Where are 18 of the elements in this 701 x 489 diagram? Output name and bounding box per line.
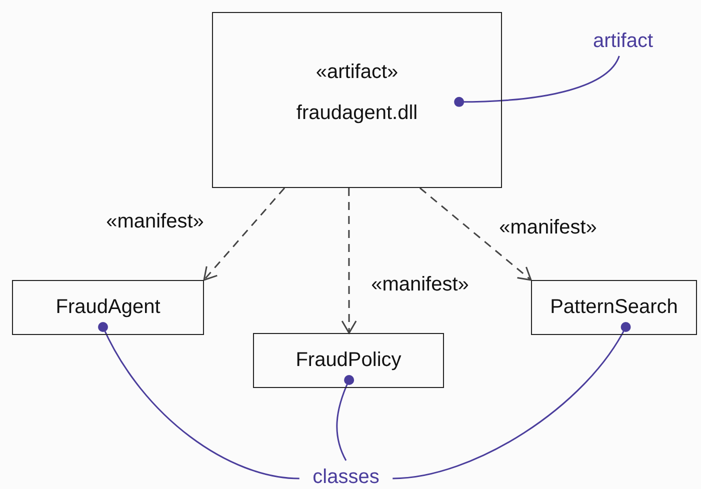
name-label: fraudagent.dll — [296, 102, 418, 125]
dependency-arrow — [419, 187, 532, 281]
note-text: classes — [312, 466, 380, 488]
stereotype-label: «artifact» — [316, 61, 398, 84]
leader-line — [392, 322, 631, 480]
class-box — [253, 333, 444, 388]
leader-line — [454, 56, 620, 107]
leader-line — [336, 375, 354, 461]
note-text: artifact — [592, 30, 654, 52]
dependency-arrow — [203, 188, 286, 281]
name-label: PatternSearch — [550, 296, 678, 319]
class-box — [531, 280, 697, 335]
leader-line — [98, 322, 300, 480]
dependency-arrow — [341, 188, 357, 334]
class-box — [12, 280, 204, 335]
artifact-box — [212, 12, 502, 188]
name-label: FraudPolicy — [296, 349, 402, 372]
name-label: FraudAgent — [56, 296, 160, 319]
